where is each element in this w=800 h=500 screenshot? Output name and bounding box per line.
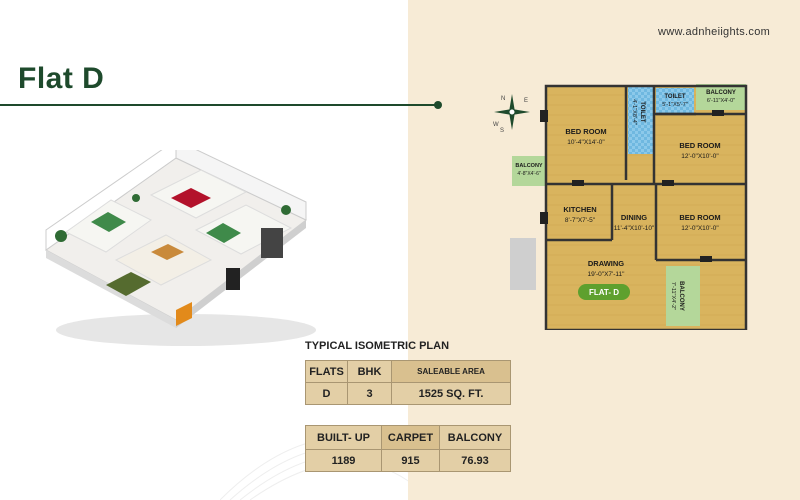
room-label-drawing: DRAWING xyxy=(588,259,624,268)
title-divider-extension xyxy=(408,104,438,106)
room-bed-1-fill xyxy=(546,86,626,176)
table1-cell-flat: D xyxy=(305,382,348,405)
table2-header-builtup: BUILT- UP xyxy=(305,425,382,450)
room-label-toilet-1: TOILET xyxy=(639,101,645,123)
room-label-balcony-3: BALCONY xyxy=(678,281,684,311)
table2-cell-balcony: 76.93 xyxy=(439,449,511,472)
left-panel xyxy=(45,150,408,500)
table1-cell-saleable: 1525 SQ. FT. xyxy=(391,382,511,405)
compass-n: N xyxy=(501,96,505,102)
room-size-drawing: 19'-0"X7'-11" xyxy=(588,271,626,278)
table1-header-flats: FLATS xyxy=(305,360,348,383)
room-label-bed-1: BED ROOM xyxy=(565,127,606,136)
compass-e: E xyxy=(524,98,528,104)
room-label-dining: DINING xyxy=(621,213,647,222)
room-size-kitchen: 8'-7"X7'-5" xyxy=(565,217,596,224)
room-label-kitchen: KITCHEN xyxy=(563,205,596,214)
flat-badge-shape xyxy=(578,284,630,300)
room-size-dining: 11'-4"X10'-10" xyxy=(614,225,655,232)
title-divider-dot xyxy=(434,101,442,109)
compass-s: S xyxy=(500,128,504,134)
room-toilet-2-fill xyxy=(656,88,694,114)
floor-plan: BED ROOM 10'-4"X14'-0" TOILET 4'-1"X8'-4… xyxy=(510,84,748,330)
website-link[interactable]: www.adnheiights.com xyxy=(658,26,771,38)
room-balcony-2-fill xyxy=(512,156,546,186)
flat-summary-table: FLATS BHK SALEABLE AREA D 3 1525 SQ. FT. xyxy=(305,360,511,405)
table1-header-bhk: BHK xyxy=(347,360,392,383)
room-size-balcony-1: 6'-11"X4'-0" xyxy=(707,98,735,104)
table2-header-carpet: CARPET xyxy=(381,425,440,450)
plan-outer-wall xyxy=(544,84,748,330)
page-title: Flat D xyxy=(18,62,105,95)
room-label-toilet-2: TOILET xyxy=(664,94,686,100)
room-stair-fill xyxy=(510,238,536,290)
table1-cell-bhk: 3 xyxy=(347,382,392,405)
room-size-toilet-2: 5'-1"X5'-7" xyxy=(662,102,688,108)
room-size-balcony-3: 7'-11"X4'-2" xyxy=(670,282,676,310)
table2-cell-builtup: 1189 xyxy=(305,449,382,472)
room-size-toilet-1: 4'-1"X8'-4" xyxy=(631,99,637,125)
title-divider xyxy=(0,104,408,106)
room-label-bed-2: BED ROOM xyxy=(679,141,720,150)
table1-header-saleable: SALEABLE AREA xyxy=(391,360,511,383)
room-label-balcony-1: BALCONY xyxy=(706,90,736,96)
room-toilet-1-fill xyxy=(628,86,654,154)
room-size-bed-1: 10'-4"X14'-0" xyxy=(567,139,605,146)
room-size-bed-2: 12'-0"X10'-0" xyxy=(681,153,719,160)
area-breakdown-table: BUILT- UP CARPET BALCONY 1189 915 76.93 xyxy=(305,425,511,472)
compass-w: W xyxy=(493,122,499,128)
table2-cell-carpet: 915 xyxy=(381,449,440,472)
room-size-balcony-2: 4'-8"X4'-6" xyxy=(517,171,540,177)
isometric-plan-illustration xyxy=(45,150,316,346)
table2-header-balcony: BALCONY xyxy=(439,425,511,450)
flat-badge-label: FLAT- D xyxy=(589,288,619,297)
compass-icon: N E W S xyxy=(493,94,530,134)
room-balcony-1-fill xyxy=(696,84,746,110)
room-size-bed-3: 12'-0"X10'-0" xyxy=(681,225,719,232)
iso-caption: TYPICAL ISOMETRIC PLAN xyxy=(305,340,450,352)
room-label-balcony-2: BALCONY xyxy=(515,163,543,169)
room-balcony-3-fill xyxy=(666,266,700,326)
room-label-bed-3: BED ROOM xyxy=(679,213,720,222)
